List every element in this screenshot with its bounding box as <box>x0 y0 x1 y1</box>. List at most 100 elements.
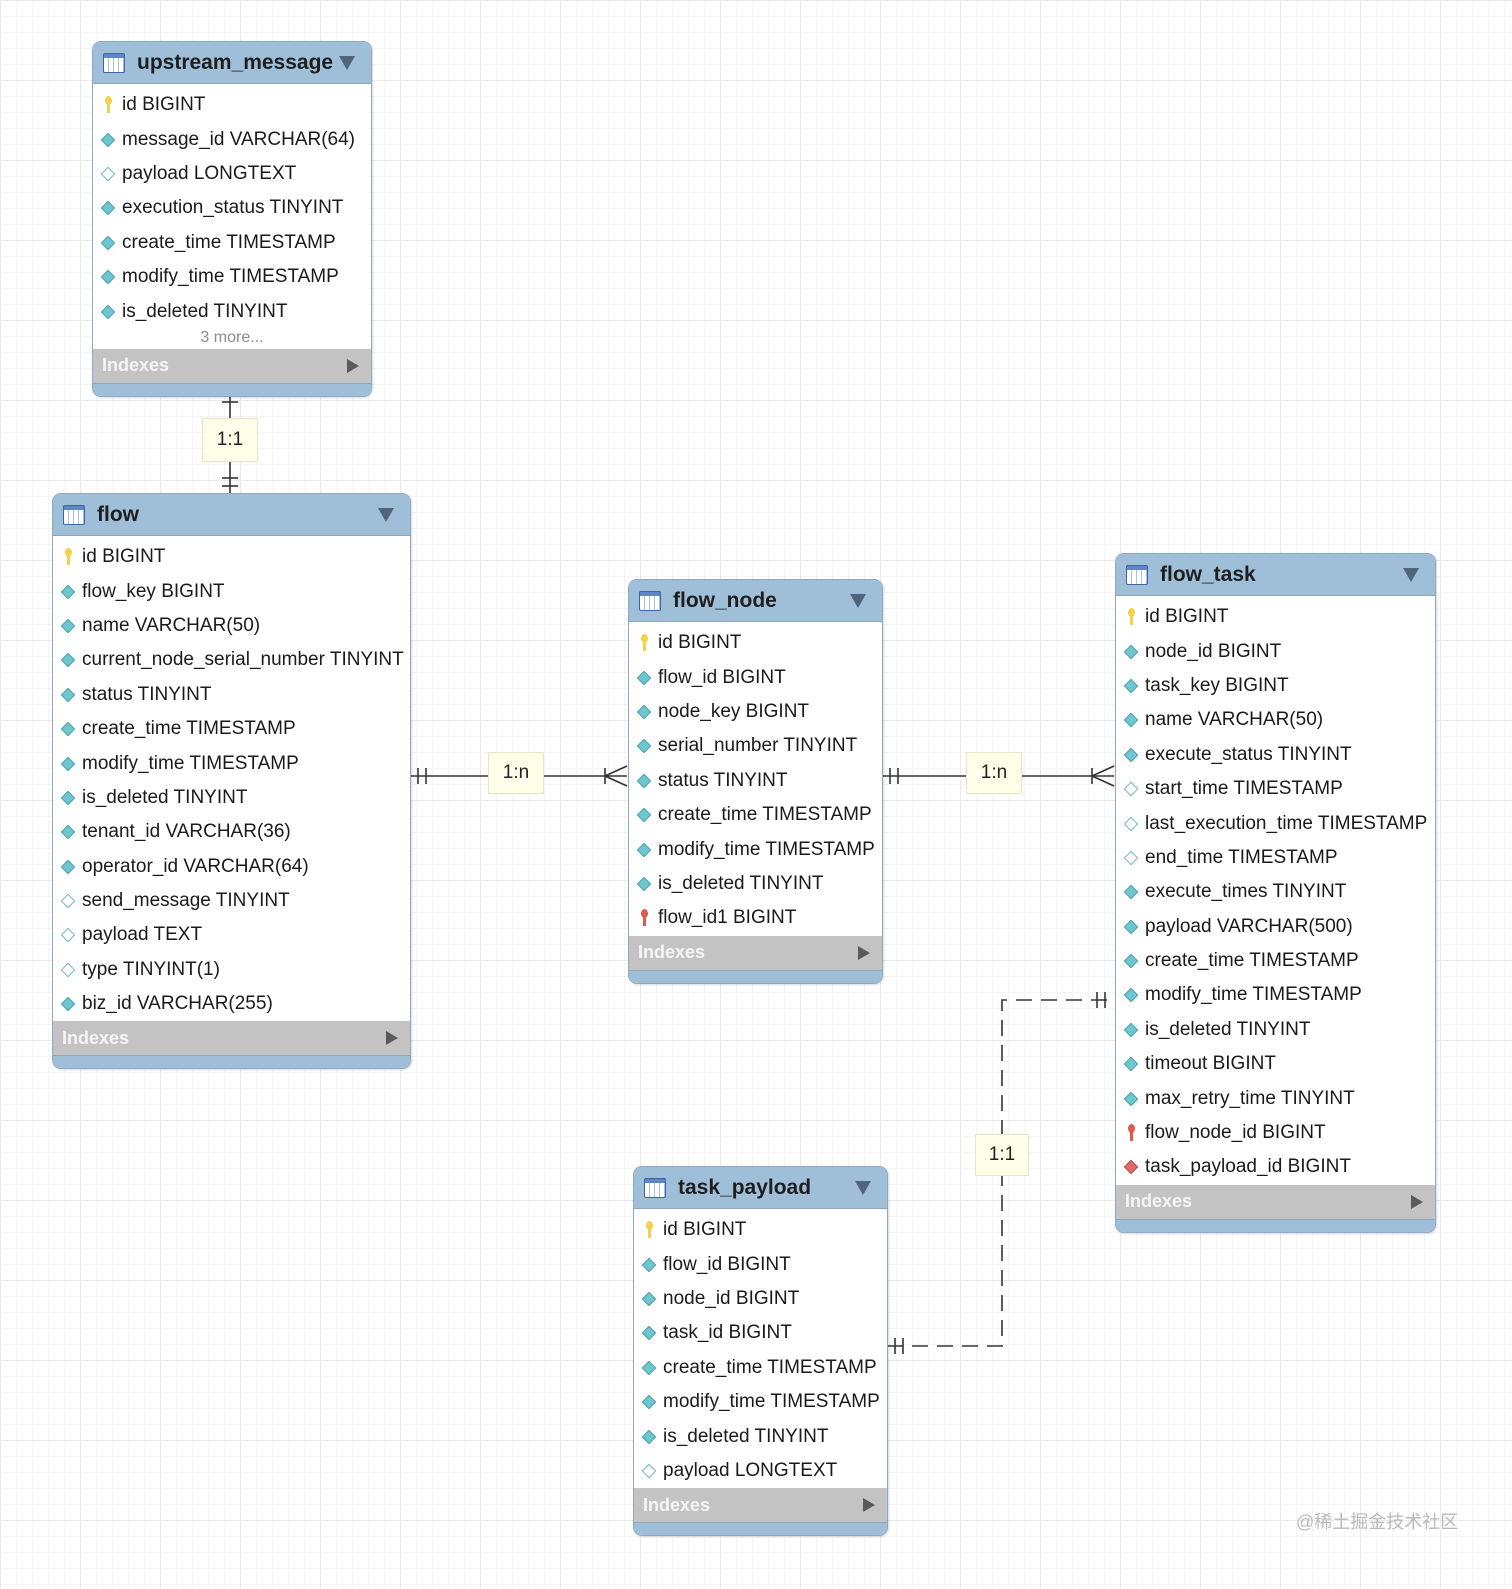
filled-diamond-icon <box>641 1394 657 1410</box>
filled-diamond-icon <box>641 1257 657 1272</box>
relationship-label-task-payload-to-flow-task[interactable]: 1:1 <box>975 1134 1029 1176</box>
column-label: execution_status TINYINT <box>122 197 344 219</box>
table-header[interactable]: task_payload <box>634 1167 887 1209</box>
foreign-key-icon <box>638 909 650 927</box>
column-row: execute_times TINYINT <box>1116 875 1435 909</box>
filled-diamond-icon <box>636 842 652 857</box>
filled-diamond-icon <box>1123 953 1139 969</box>
column-label: payload TEXT <box>82 924 203 946</box>
filled-diamond-icon <box>60 825 76 840</box>
table-icon <box>639 590 661 611</box>
collapse-arrow-icon[interactable] <box>339 55 355 70</box>
indexes-label: Indexes <box>638 942 706 963</box>
relationship-label-flow-node-to-flow-task[interactable]: 1:n <box>966 752 1022 794</box>
column-row: modify_time TIMESTAMP <box>1116 978 1435 1012</box>
column-row: modify_time TIMESTAMP <box>93 260 371 294</box>
expand-arrow-icon[interactable] <box>858 945 870 960</box>
column-row: flow_id1 BIGINT <box>629 901 882 935</box>
primary-key-icon <box>638 634 650 652</box>
filled-diamond-icon <box>636 773 652 788</box>
indexes-label: Indexes <box>62 1027 130 1048</box>
column-row: flow_key BIGINT <box>53 574 410 608</box>
cardinality-marker <box>1091 765 1115 777</box>
expand-arrow-icon[interactable] <box>863 1498 875 1513</box>
more-columns-link[interactable]: 3 more... <box>200 328 264 346</box>
filled-diamond-icon <box>641 1326 657 1341</box>
column-row: id BIGINT <box>53 540 410 574</box>
expand-arrow-icon[interactable] <box>386 1031 398 1046</box>
table-header[interactable]: flow_node <box>629 580 882 622</box>
column-row: node_key BIGINT <box>629 695 882 729</box>
column-row: serial_number TINYINT <box>629 729 882 763</box>
table-header[interactable]: upstream_message <box>93 42 371 84</box>
filled-diamond-icon <box>100 132 116 147</box>
filled-diamond-icon <box>636 704 652 720</box>
table-icon <box>103 52 125 73</box>
empty-diamond-icon <box>1123 781 1139 797</box>
column-row: create_time TIMESTAMP <box>634 1351 887 1385</box>
column-row: timeout BIGINT <box>1116 1047 1435 1081</box>
collapse-arrow-icon[interactable] <box>378 507 394 522</box>
relationship-label-upstream-message-to-flow[interactable]: 1:1 <box>202 418 258 462</box>
table-icon <box>63 504 85 525</box>
column-row: execution_status TINYINT <box>93 191 371 225</box>
column-label: modify_time TIMESTAMP <box>1145 984 1362 1006</box>
primary-key-icon <box>62 548 74 566</box>
indexes-section[interactable]: Indexes <box>634 1488 887 1523</box>
filled-diamond-icon <box>60 997 76 1012</box>
relationship-label-flow-to-flow-node[interactable]: 1:n <box>488 752 544 794</box>
column-label: task_key BIGINT <box>1145 674 1289 696</box>
indexes-section[interactable]: Indexes <box>53 1021 410 1056</box>
expand-arrow-icon[interactable] <box>347 358 359 373</box>
column-label: create_time TIMESTAMP <box>658 804 872 826</box>
column-row: create_time TIMESTAMP <box>93 226 371 260</box>
filled-diamond-icon <box>636 807 652 823</box>
column-label: is_deleted TINYINT <box>1145 1018 1311 1040</box>
table-footer <box>629 969 882 983</box>
filled-diamond-icon <box>1123 885 1139 900</box>
column-label: serial_number TINYINT <box>658 735 858 757</box>
column-row: send_message TINYINT <box>53 884 410 918</box>
column-row: type TINYINT(1) <box>53 953 410 987</box>
column-label: id BIGINT <box>658 632 742 654</box>
empty-diamond-icon <box>60 962 76 978</box>
collapse-arrow-icon[interactable] <box>1403 567 1419 582</box>
empty-diamond-icon <box>1123 816 1139 831</box>
filled-diamond-icon <box>636 876 652 892</box>
filled-diamond-icon <box>1123 644 1139 659</box>
cardinality-marker <box>604 765 628 777</box>
cardinality-marker <box>604 775 628 787</box>
column-row: task_payload_id BIGINT <box>1116 1150 1435 1184</box>
table-header[interactable]: flow_task <box>1116 554 1435 596</box>
table-name: flow_node <box>673 588 777 612</box>
column-row: flow_node_id BIGINT <box>1116 1116 1435 1150</box>
column-label: payload VARCHAR(500) <box>1145 915 1353 937</box>
filled-diamond-icon <box>1123 1057 1139 1072</box>
expand-arrow-icon[interactable] <box>1411 1194 1423 1209</box>
indexes-section[interactable]: Indexes <box>1116 1184 1435 1219</box>
filled-diamond-icon <box>60 790 76 806</box>
column-label: message_id VARCHAR(64) <box>122 128 356 150</box>
column-label: create_time TIMESTAMP <box>82 718 296 740</box>
column-row: flow_id BIGINT <box>629 660 882 694</box>
column-label: type TINYINT(1) <box>82 958 220 980</box>
filled-diamond-icon <box>641 1360 657 1375</box>
red-diamond-icon <box>1123 1160 1139 1175</box>
empty-diamond-icon <box>100 166 116 182</box>
indexes-section[interactable]: Indexes <box>629 935 882 970</box>
collapse-arrow-icon[interactable] <box>850 593 866 608</box>
table-header[interactable]: flow <box>53 494 410 536</box>
collapse-arrow-icon[interactable] <box>855 1180 871 1195</box>
column-label: flow_node_id BIGINT <box>1145 1122 1326 1144</box>
filled-diamond-icon <box>60 687 76 702</box>
column-row: name VARCHAR(50) <box>1116 703 1435 737</box>
empty-diamond-icon <box>60 928 76 943</box>
column-row: id BIGINT <box>1116 600 1435 634</box>
indexes-section[interactable]: Indexes <box>93 348 371 383</box>
